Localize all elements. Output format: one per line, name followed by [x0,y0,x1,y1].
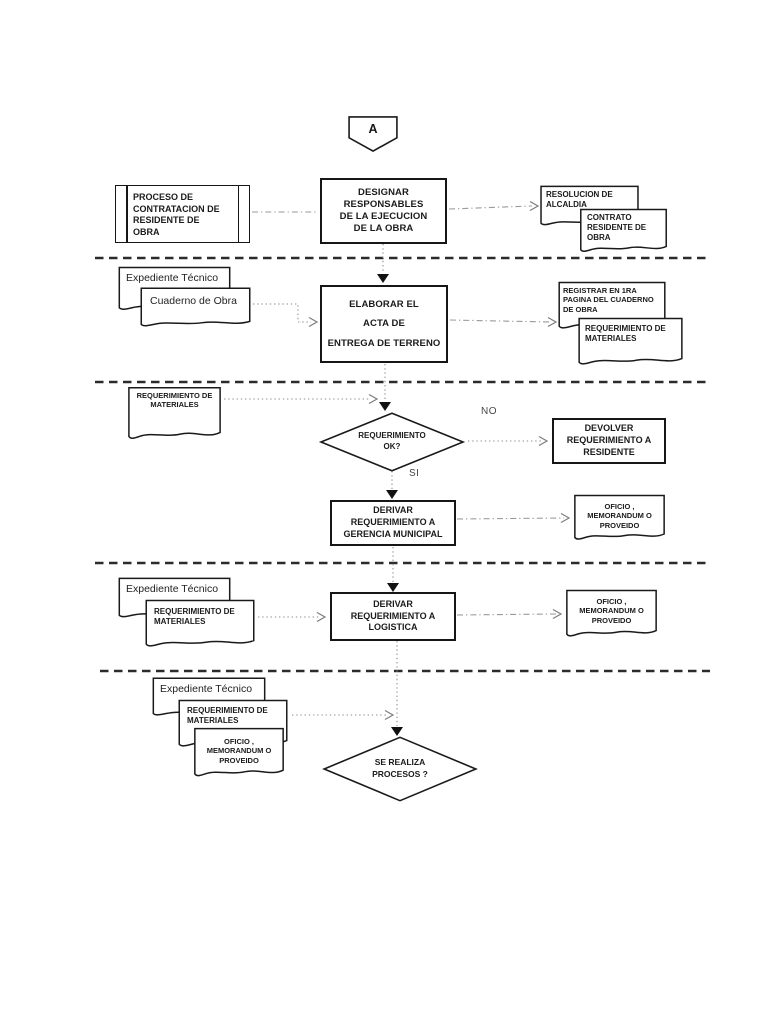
document-registrar-cuaderno: REGISTRAR EN 1RA PAGINA DEL CUADERNO DE … [557,281,667,333]
process-derivar-logistica: DERIVAR REQUERIMIENTO A LOGISTICA [330,592,456,641]
flow-label-no: NO [481,406,497,417]
decision-shape [321,736,479,802]
document-resolucion-label: RESOLUCION DE ALCALDIA [546,190,613,209]
document-requerimiento-label: REQUERIMIENTO DE MATERIALES [585,324,666,343]
document-oficio-label: OFICIO , MEMORANDUM O PROVEIDO [587,502,652,530]
document-cuaderno-label: Cuaderno de Obra [150,295,237,307]
document-oficio-memorandum-row3: OFICIO , MEMORANDUM O PROVEIDO [573,494,666,544]
decision-requerimiento-label: REQUERIMIENTO OK? [358,431,426,451]
offpage-connector-a: A [347,115,399,153]
document-expediente-label: Expediente Técnico [126,583,219,595]
document-oficio-label: OFICIO , MEMORANDUM O PROVEIDO [579,597,644,625]
document-contrato-residente: CONTRATO RESIDENTE DE OBRA [579,208,668,256]
document-oficio-memorandum-row5: OFICIO , MEMORANDUM O PROVEIDO [193,727,285,781]
document-requerimiento-label: REQUERIMIENTO DE MATERIALES [187,706,268,725]
document-contrato-label: CONTRATO RESIDENTE DE OBRA [587,213,647,242]
process-designar-responsables: DESIGNAR RESPONSABLES DE LA EJECUCION DE… [320,178,447,244]
process-elaborar-label: ELABORAR EL ACTA DE ENTREGA DE TERRENO [327,298,441,349]
decision-se-realiza-procesos: SE REALIZA PROCESOS ? [321,736,479,802]
offpage-connector-shape [347,115,399,153]
process-devolver-label: DEVOLVER REQUERIMIENTO A RESIDENTE [566,423,652,457]
process-derivar-gerencia-label: DERIVAR REQUERIMIENTO A GERENCIA MUNICIP… [343,505,443,539]
document-oficio-memorandum-row4: OFICIO , MEMORANDUM O PROVEIDO [565,589,658,641]
document-requerimiento-label: REQUERIMIENTO DE MATERIALES [154,607,235,626]
flow-label-si: SI [409,468,420,479]
offpage-connector-label: A [368,122,378,136]
process-devolver-requerimiento: DEVOLVER REQUERIMIENTO A RESIDENTE [552,418,666,464]
process-derivar-gerencia-municipal: DERIVAR REQUERIMIENTO A GERENCIA MUNICIP… [330,500,456,546]
document-requerimiento-materiales-row3: REQUERIMIENTO DE MATERIALES [127,386,222,444]
document-registrar-label: REGISTRAR EN 1RA PAGINA DEL CUADERNO DE … [563,286,654,314]
document-requerimiento-materiales-row4: REQUERIMIENTO DE MATERIALES [144,599,256,651]
document-expediente-label: Expediente Técnico [126,272,219,284]
document-oficio-label: OFICIO , MEMORANDUM O PROVEIDO [206,737,272,765]
document-cuaderno-obra: Cuaderno de Obra [139,287,252,330]
predefined-process-label: PROCESO DE CONTRATACION DE RESIDENTE DE … [133,192,220,238]
document-requerimiento-label: REQUERIMIENTO DE MATERIALES [136,391,213,410]
process-derivar-logistica-label: DERIVAR REQUERIMIENTO A LOGISTICA [350,598,436,633]
process-designar-label: DESIGNAR RESPONSABLES DE LA EJECUCION DE… [339,186,428,235]
document-expediente-label: Expediente Técnico [160,683,253,695]
decision-procesos-label: SE REALIZA PROCESOS ? [372,757,428,779]
document-requerimiento-materiales-row2: REQUERIMIENTO DE MATERIALES [577,317,684,369]
process-elaborar-acta: ELABORAR EL ACTA DE ENTREGA DE TERRENO [320,285,448,363]
decision-requerimiento-ok: REQUERIMIENTO OK? [318,412,466,472]
decision-shape [318,412,466,472]
predefined-process-contratacion-residente: PROCESO DE CONTRATACION DE RESIDENTE DE … [115,185,250,243]
